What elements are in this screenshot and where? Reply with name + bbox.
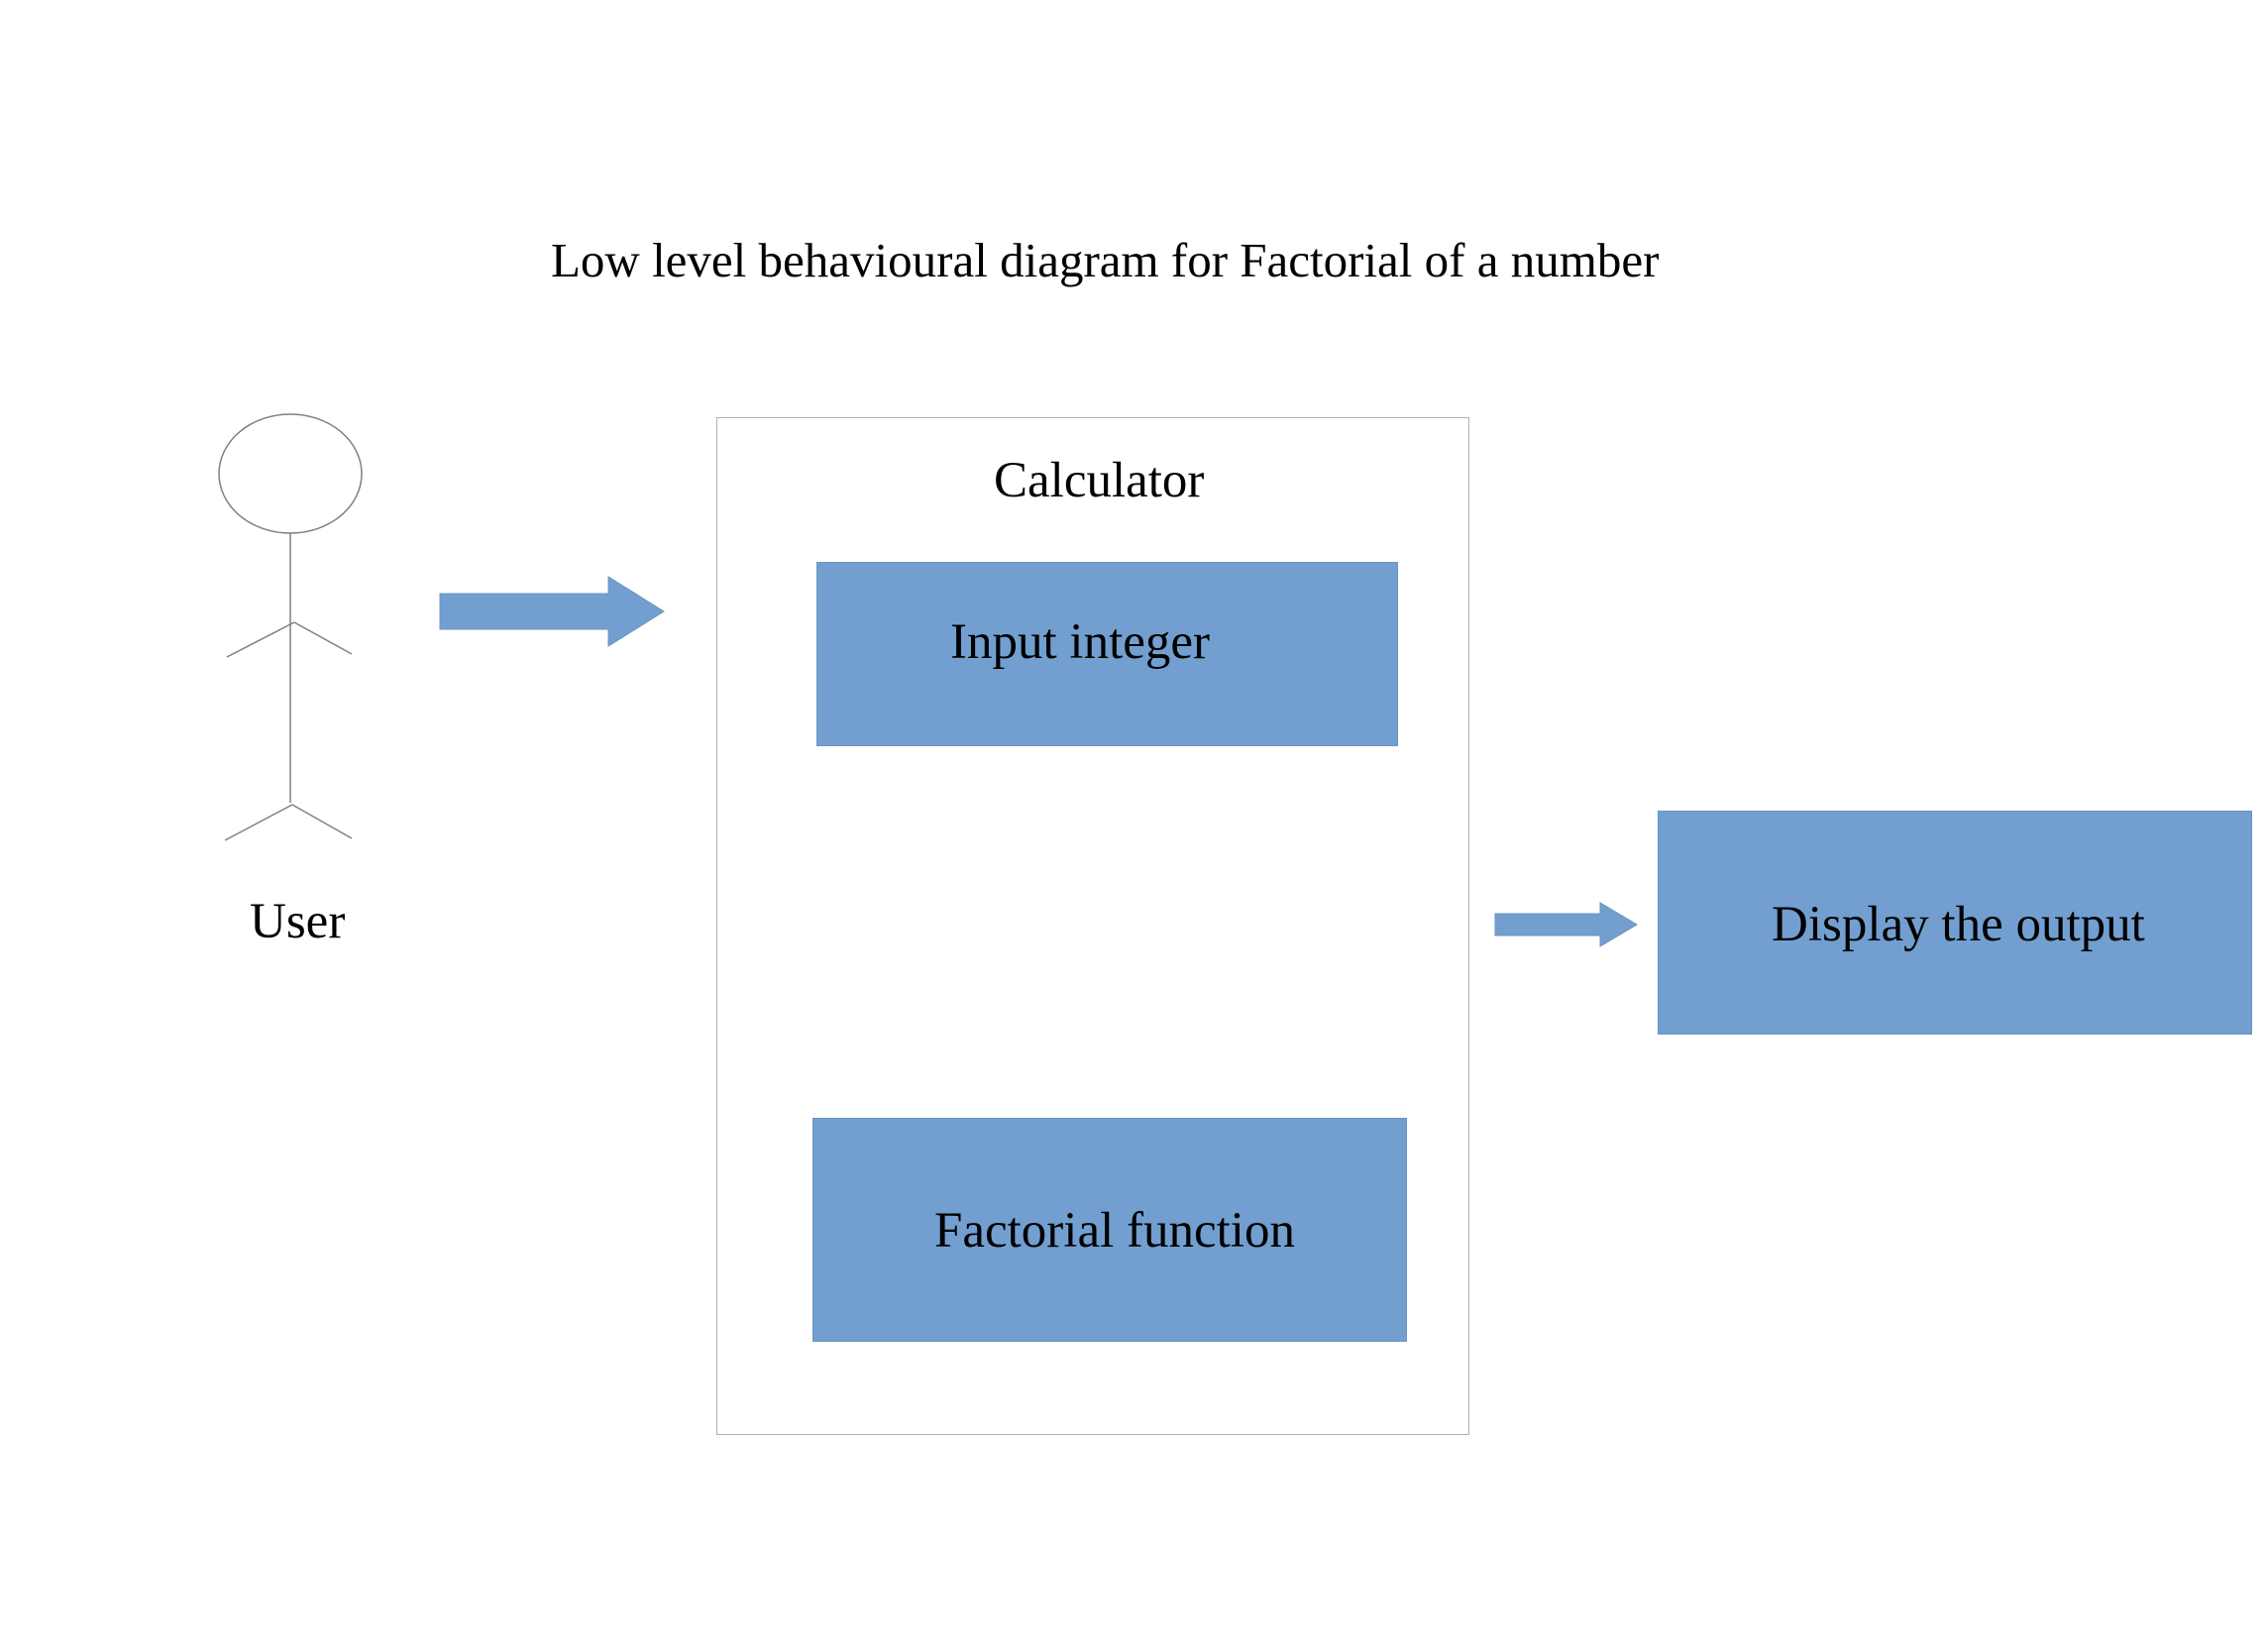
actor-right-leg bbox=[291, 804, 353, 839]
diagram-title: Low level behavioural diagram for Factor… bbox=[551, 233, 1660, 287]
input-integer-box: Input integer bbox=[816, 562, 1398, 746]
actor-left-leg bbox=[224, 804, 293, 841]
actor-head bbox=[218, 413, 363, 534]
container-label: Calculator bbox=[994, 453, 1205, 508]
display-output-label: Display the output bbox=[1772, 897, 2145, 952]
input-integer-label: Input integer bbox=[950, 614, 1210, 670]
display-output-box: Display the output bbox=[1658, 811, 2252, 1035]
factorial-function-label: Factorial function bbox=[934, 1203, 1295, 1259]
actor-right-arm bbox=[293, 621, 353, 655]
arrow-user-to-calculator-icon bbox=[439, 576, 665, 647]
actor-label: User bbox=[250, 894, 346, 949]
actor-left-arm bbox=[226, 621, 295, 658]
factorial-function-box: Factorial function bbox=[812, 1118, 1407, 1342]
arrow-calculator-to-output-icon bbox=[1494, 902, 1638, 947]
user-actor-icon bbox=[218, 413, 363, 841]
